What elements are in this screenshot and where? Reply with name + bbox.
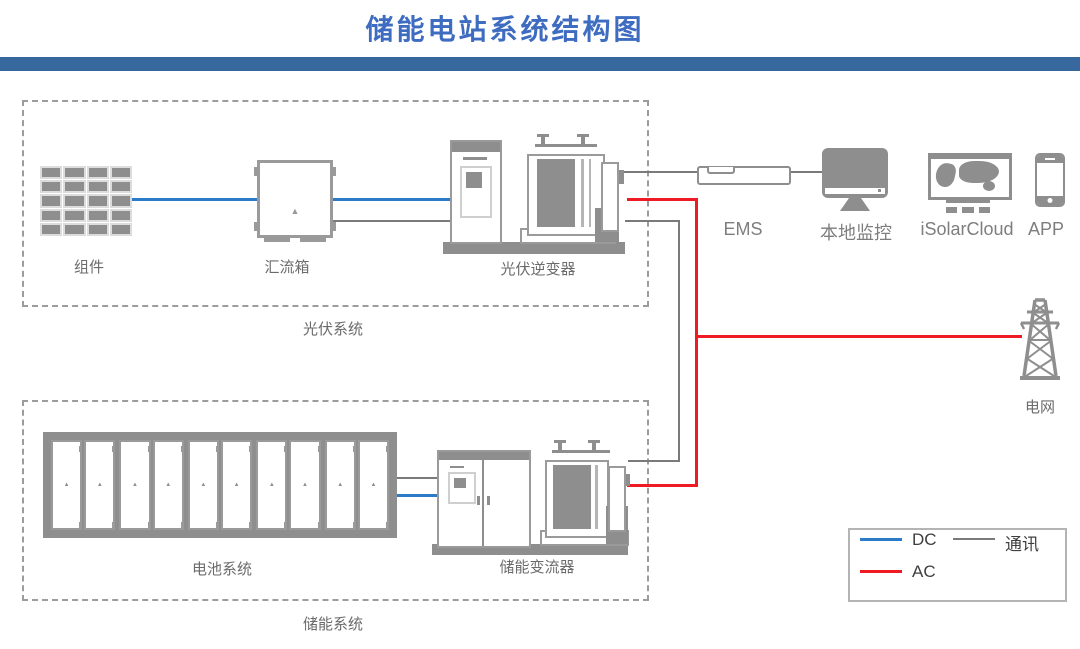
header-divider-bar (0, 57, 1080, 71)
dc-line-panel-combiner (132, 198, 257, 201)
comm-line-battery-converter (397, 477, 437, 479)
page-title: 储能电站系统结构图 (365, 15, 645, 46)
cloud-screen-feet (946, 207, 990, 213)
ac-line-inverter-out (627, 198, 698, 201)
comm-line-inverter-out (625, 220, 680, 222)
legend-dc-line (860, 538, 902, 541)
dc-line-battery-converter (397, 494, 437, 497)
ems-device-icon (697, 166, 791, 185)
combiner-box-icon: ▲ (254, 160, 336, 242)
solar-panel-icon (40, 166, 132, 236)
grid-label: 电网 (1024, 399, 1056, 416)
storage-converter-icon (428, 438, 630, 558)
monitor-icon (822, 148, 888, 211)
legend-comm-label: 通讯 (1005, 535, 1039, 554)
warning-triangle-icon: ▲ (290, 206, 300, 216)
local-monitor-label: 本地监控 (820, 223, 892, 243)
battery-container-icon (43, 432, 397, 538)
dc-line-combiner-inverter (330, 198, 450, 201)
converter-label: 储能变流器 (499, 559, 575, 576)
inverter-label: 光伏逆变器 (500, 261, 576, 278)
panel-label: 组件 (73, 259, 105, 276)
comm-line-vertical (678, 220, 680, 462)
ems-label: EMS (723, 219, 763, 239)
legend-ac-line (860, 570, 902, 573)
ess-system-box (22, 400, 649, 601)
phone-icon (1035, 153, 1065, 207)
ess-system-label: 储能系统 (302, 616, 364, 633)
app-label: APP (1027, 219, 1065, 239)
transmission-tower-icon (1019, 298, 1061, 380)
pv-inverter-icon (443, 130, 625, 254)
comm-line-combiner-inverter (330, 220, 450, 222)
ac-line-converter-out (627, 484, 695, 487)
legend-dc-label: DC (912, 530, 937, 549)
pv-system-label: 光伏系统 (302, 321, 364, 338)
comm-line-ems-monitor (789, 171, 822, 173)
comm-line-inverter-ems (618, 171, 697, 173)
cloud-label: iSolarCloud (920, 219, 1014, 239)
ac-line-vertical (695, 198, 698, 487)
cloud-screen-stand (946, 198, 990, 203)
legend-ac-label: AC (912, 562, 936, 581)
cloud-screen-icon (928, 153, 1012, 200)
battery-label: 电池系统 (191, 561, 253, 578)
ac-line-to-grid (698, 335, 1022, 338)
legend-comm-line (953, 538, 995, 540)
combiner-label: 汇流箱 (264, 259, 310, 276)
pv-system-box (22, 100, 649, 307)
comm-line-to-converter (628, 460, 680, 462)
